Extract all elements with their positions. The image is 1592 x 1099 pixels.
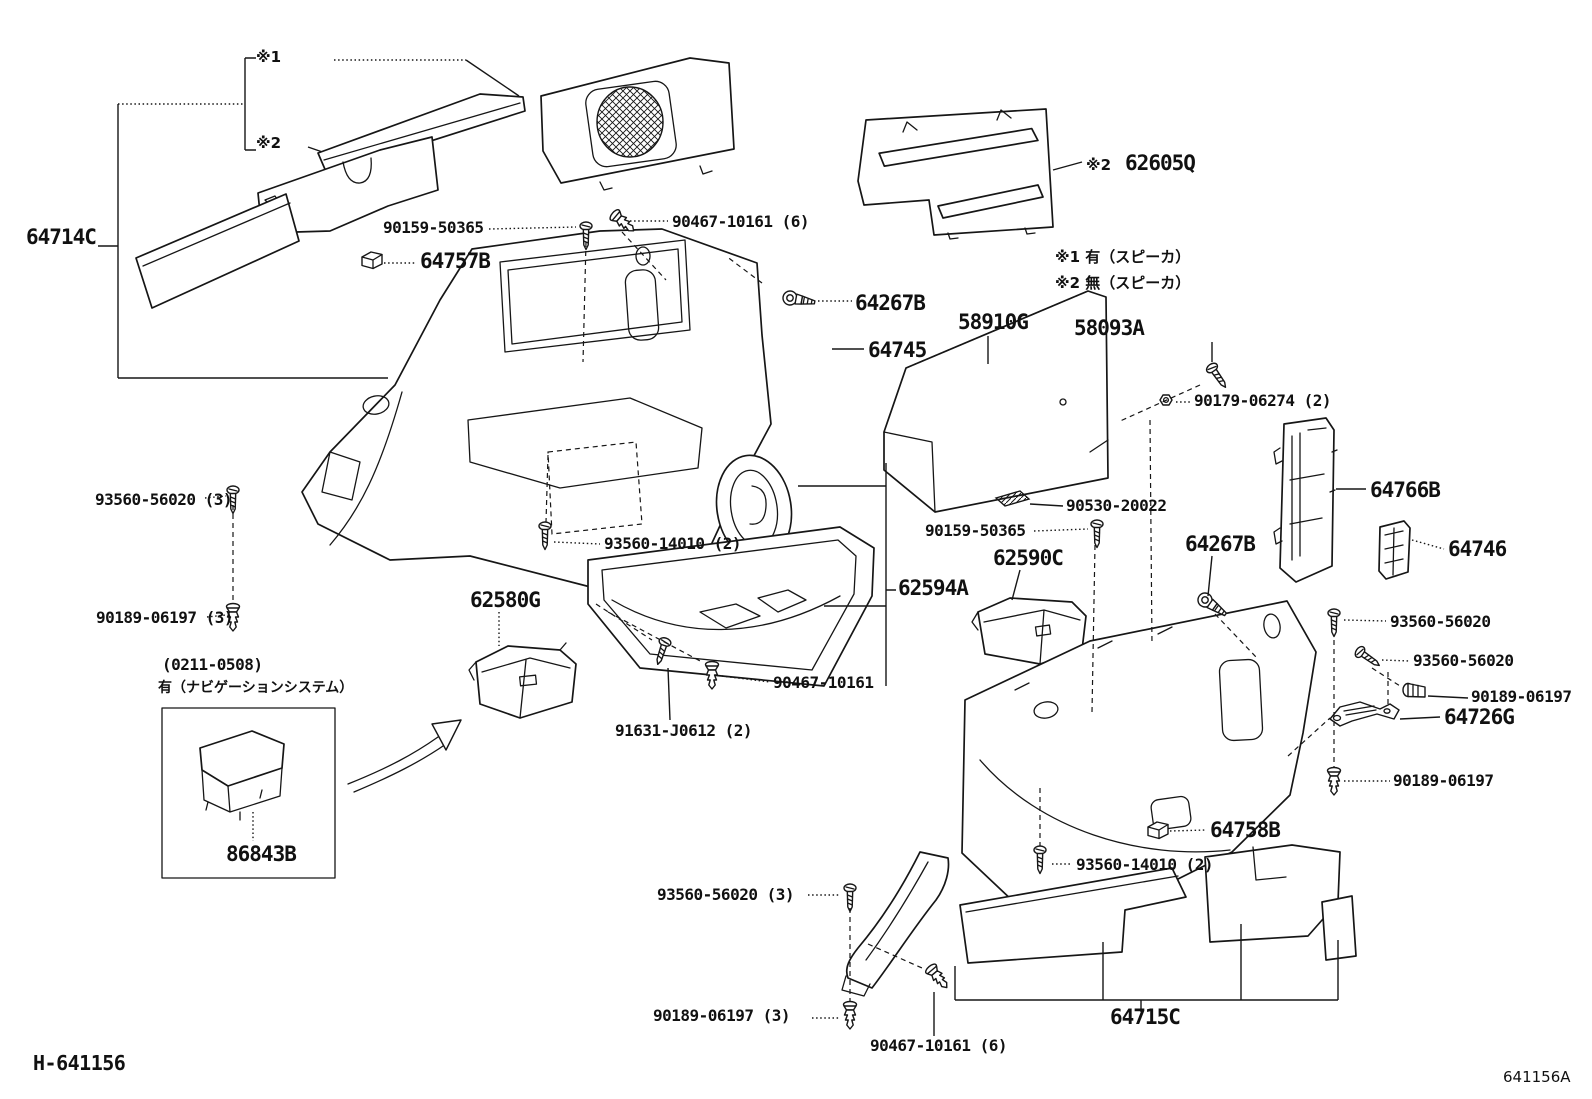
part-label-64757b: 64757B — [420, 249, 491, 273]
nav-note-box — [162, 708, 335, 878]
screw-90159-mid-icon — [1090, 519, 1104, 549]
part-label-93560-14010-center: 93560-14010 (2) — [604, 534, 742, 553]
clip-90189b-icon — [1326, 766, 1342, 796]
assembly-dashed-lines — [233, 232, 1400, 1002]
clip-64757b-icon — [361, 251, 383, 270]
part-label-90467-bottom: 90467-10161 (6) — [870, 1036, 1008, 1055]
drawing-number: H-641156 — [33, 1051, 126, 1075]
bracket-64726g-icon — [1329, 701, 1400, 727]
part-label-62580g: 62580G — [470, 588, 541, 612]
part-label-58910g: 58910G — [958, 310, 1029, 334]
part-label-90467-mid: 90467-10161 — [773, 673, 874, 692]
part-62580g-box — [469, 643, 576, 718]
ref-mark-2: ※2 — [256, 134, 282, 152]
part-label-93560-56020-left: 93560-56020 (3) — [95, 490, 233, 509]
part-label-90159-mid: 90159-50365 — [925, 521, 1026, 540]
part-label-64746: 64746 — [1448, 537, 1507, 561]
part-62590c-box — [972, 598, 1086, 664]
part-label-64745: 64745 — [868, 338, 927, 362]
clip-90467-bottom-icon — [923, 961, 953, 993]
grommet-90189a-icon — [1402, 682, 1426, 698]
part-label-93560b: 93560-56020 — [1413, 651, 1514, 670]
part-64746 — [1379, 521, 1410, 579]
part-label-64715c: 64715C — [1110, 1005, 1181, 1029]
ref-mark-1: ※1 — [256, 48, 282, 66]
part-label-86843b: 86843B — [226, 842, 297, 866]
part-label-90189-bottom: 90189-06197 (3) — [653, 1006, 791, 1025]
note-nav-condition: (0211-0508) — [162, 655, 263, 674]
part-label-64714c: 64714C — [26, 225, 97, 249]
part-label-64726g: 64726G — [1444, 705, 1515, 729]
part-label-93560-14010-right: 93560-14010 (2) — [1076, 855, 1214, 874]
note-speaker-1: ※1 有（スピーカ） — [1055, 248, 1191, 266]
part-label-62605q: 62605Q — [1125, 151, 1196, 175]
ref-bracket-62594a — [798, 463, 896, 686]
arrow-to-62580g — [348, 720, 461, 792]
note-speaker-2: ※2 無（スピーカ） — [1055, 274, 1191, 292]
part-label-90530: 90530-20022 — [1066, 496, 1167, 515]
part-label-91631: 91631-J0612 (2) — [615, 721, 753, 740]
ref-mark-2b: ※2 — [1086, 156, 1112, 174]
part-label-64758b: 64758B — [1210, 818, 1281, 842]
note-nav-system: 有（ナビゲーションシステム） — [158, 680, 354, 696]
part-64714c-lower-strip — [136, 194, 299, 308]
part-pillar-trim — [842, 852, 949, 996]
part-64715c-strips — [960, 845, 1356, 963]
figure-code: 641156A — [1503, 1068, 1571, 1086]
part-label-90189-left: 90189-06197 (3) — [96, 608, 234, 627]
ref-bracket-64714c — [98, 58, 519, 378]
clip-90189-bottom-icon — [842, 1000, 858, 1030]
part-label-64766b: 64766B — [1370, 478, 1441, 502]
part-label-90159-top: 90159-50365 — [383, 218, 484, 237]
part-label-90189b: 90189-06197 — [1393, 771, 1494, 790]
part-label-62605q-row: ※2 62605Q — [1086, 151, 1196, 175]
part-label-93560a: 93560-56020 — [1390, 612, 1491, 631]
part-62605q-panel — [858, 109, 1082, 239]
part-62594a-tray — [588, 527, 874, 686]
part-label-93560-bottom: 93560-56020 (3) — [657, 885, 795, 904]
part-label-64267b-top: 64267B — [855, 291, 926, 315]
part-main-quarter-panel — [302, 229, 771, 592]
part-speaker-panel — [541, 58, 734, 190]
screw-93560a-icon — [1327, 608, 1341, 638]
screw-64267b-top-icon — [781, 289, 817, 310]
part-64766b-vent — [1274, 418, 1337, 582]
part-label-90467-top: 90467-10161 (6) — [672, 212, 810, 231]
part-label-90189a: 90189-06197 — [1471, 687, 1572, 706]
part-label-64267b-mid: 64267B — [1185, 532, 1256, 556]
part-label-58093a: 58093A — [1074, 316, 1145, 340]
part-label-62594a: 62594A — [898, 576, 969, 600]
part-58910g-board — [884, 291, 1108, 512]
clip-90467-mid-icon — [704, 660, 720, 690]
screw-93560-bottom-icon — [843, 883, 857, 913]
leader-lines — [205, 221, 1468, 1036]
part-label-90179: 90179-06274 (2) — [1194, 391, 1332, 410]
screw-58093a-icon — [1204, 360, 1232, 392]
ref-bracket-64715c — [955, 924, 1338, 1012]
bolt-93560b-icon — [1352, 644, 1384, 672]
part-label-62590c: 62590C — [993, 546, 1064, 570]
